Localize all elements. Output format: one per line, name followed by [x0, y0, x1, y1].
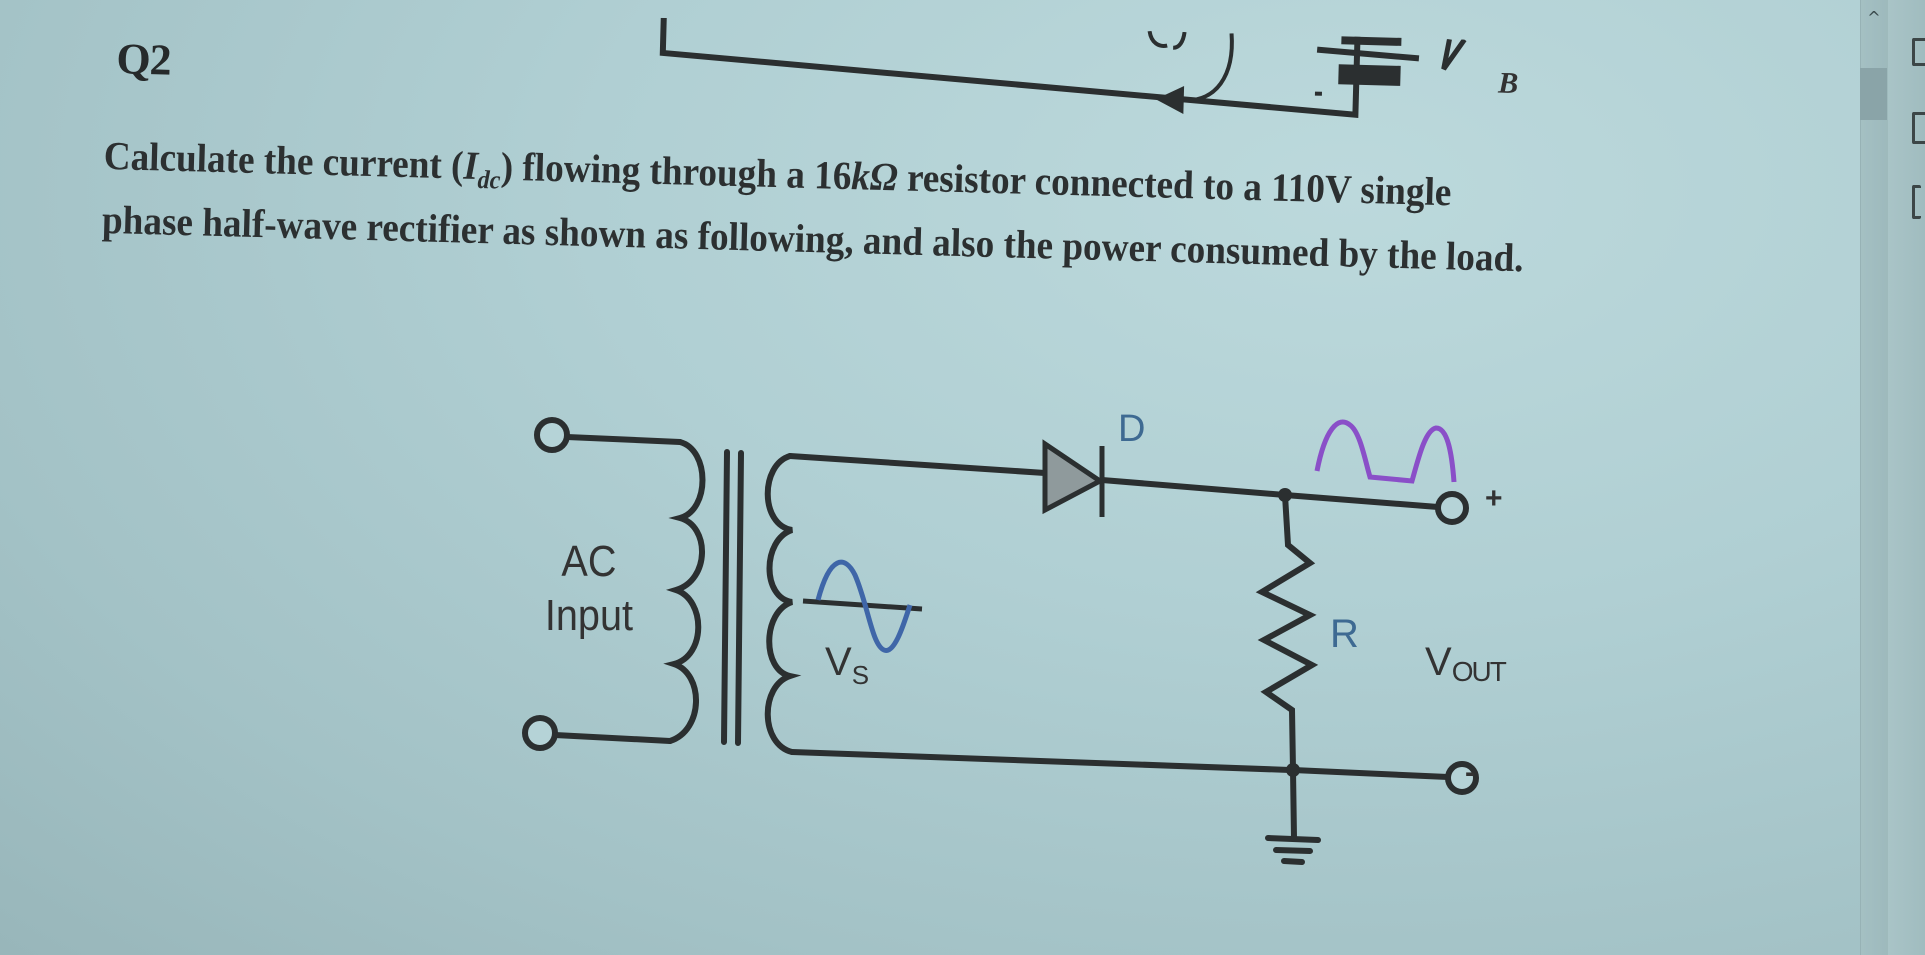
scroll-up-arrow-icon[interactable]: ^ [1867, 8, 1881, 27]
junction-node-bottom [1286, 763, 1300, 777]
ground-wire [1290, 767, 1297, 841]
diode-output-wire [1099, 477, 1288, 498]
arrow-head-icon [1155, 86, 1185, 115]
input-terminal-bottom [522, 715, 558, 751]
battery-icon [1338, 64, 1401, 86]
input-terminal-top [534, 417, 570, 453]
previous-circuit-fragment [659, 17, 1467, 118]
secondary-top-wire [787, 453, 1048, 476]
positive-terminal-label: + [1485, 482, 1503, 515]
resistor-icon [1255, 492, 1319, 773]
vertical-scrollbar[interactable] [1860, 0, 1889, 955]
panel-icon-1[interactable] [1912, 38, 1925, 66]
sine-axis [802, 598, 923, 612]
secondary-voltage-label: VS [825, 640, 870, 690]
junction-node-top [1278, 488, 1292, 502]
primary-bottom-wire [552, 732, 673, 744]
core-line-1 [721, 449, 730, 745]
diode-label: D [1118, 408, 1146, 450]
scrollbar-thumb[interactable] [1860, 68, 1887, 120]
rectified-wave-icon [1314, 419, 1457, 484]
primary-top-wire [564, 434, 683, 445]
sine-wave-icon [815, 559, 913, 653]
diode-icon [1042, 439, 1105, 515]
side-panel [1888, 0, 1925, 955]
output-terminal-negative [1445, 761, 1479, 795]
panel-icon-3[interactable] [1912, 185, 1921, 219]
current-arrow [1177, 33, 1234, 103]
resistor-label: R [1330, 612, 1359, 656]
secondary-coil [764, 453, 802, 755]
output-negative-wire [1290, 767, 1451, 780]
primary-coil [663, 439, 706, 744]
document-page: B Q2 Calculate the current (Idc) flowing… [101, 17, 1524, 280]
negative-terminal-label: - [1465, 756, 1475, 789]
output-positive-wire [1282, 492, 1441, 510]
panel-icon-2[interactable] [1912, 112, 1925, 144]
output-voltage-label: VOUT [1425, 640, 1507, 687]
ac-input-label: AC Input [544, 537, 633, 640]
ground-icon [1265, 835, 1321, 843]
bottom-rail-wire [789, 749, 1293, 773]
core-line-2 [735, 450, 744, 746]
output-terminal-positive [1435, 491, 1469, 525]
